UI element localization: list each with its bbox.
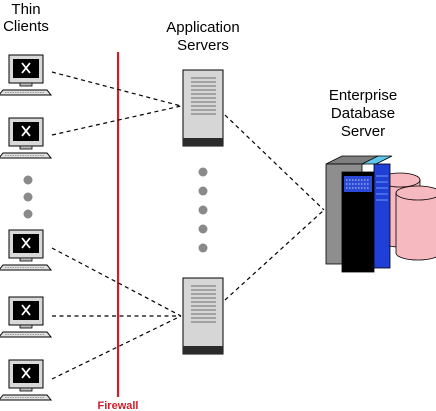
servers-ellipsis — [198, 167, 208, 253]
connection-client-2-to-app-server-1 — [51, 105, 182, 136]
server-icon — [182, 277, 224, 355]
connection-client-3-to-app-server-2 — [51, 247, 182, 317]
thin-client-2 — [0, 117, 52, 159]
application-servers-label-line2: Servers — [177, 37, 229, 54]
thin-client-4 — [0, 296, 52, 338]
thin-clients-label-line1: Thin — [11, 1, 40, 18]
computer-icon — [0, 359, 52, 401]
clients-ellipsis — [23, 175, 33, 219]
database-cabinet-icon — [325, 155, 393, 273]
database-server-label-line2: Database — [331, 105, 395, 122]
computer-icon — [0, 296, 52, 338]
computer-icon — [0, 229, 52, 271]
thin-client-1 — [0, 54, 52, 96]
application-servers-label-line1: Application — [166, 19, 239, 36]
connection-app-server-2-to-database-server — [224, 209, 325, 301]
thin-clients-label-line2: Clients — [3, 18, 49, 35]
connection-lines — [51, 71, 325, 380]
connection-client-1-to-app-server-1 — [51, 71, 182, 107]
application-server-1 — [182, 69, 224, 147]
server-icon — [182, 69, 224, 147]
application-server-2 — [182, 277, 224, 355]
database-server-label-line3: Server — [341, 123, 385, 140]
computer-icon — [0, 54, 52, 96]
computer-icon — [0, 117, 52, 159]
connection-client-5-to-app-server-2 — [51, 315, 182, 380]
database-server — [325, 155, 436, 273]
thin-client-5 — [0, 359, 52, 401]
connection-app-server-1-to-database-server — [224, 114, 325, 211]
thin-client-3 — [0, 229, 52, 271]
database-server-label-line1: Enterprise — [329, 87, 397, 104]
firewall-label: Firewall — [98, 400, 139, 411]
